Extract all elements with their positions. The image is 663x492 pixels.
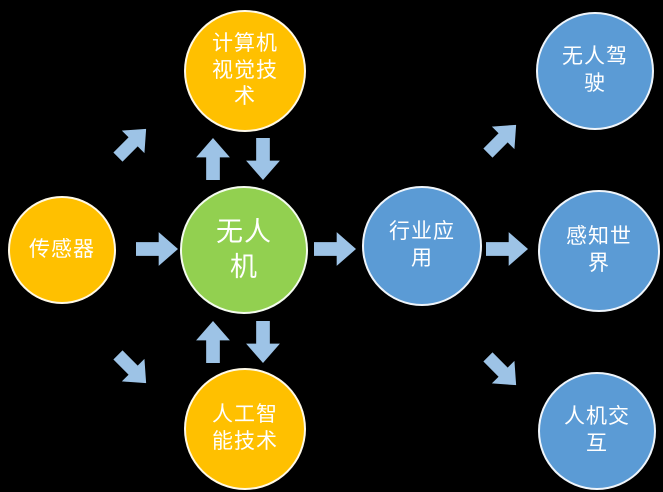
arrow-ai-to-drone-up-icon <box>195 321 231 363</box>
node-human-computer: 人机交互 <box>538 372 656 490</box>
arrow-industry-to-hci-icon <box>476 345 528 397</box>
node-computer-vision: 计算机视觉技术 <box>184 10 306 132</box>
node-computer-vision-label: 计算机视觉技术 <box>212 31 278 109</box>
arrow-sensor-to-ai-icon <box>106 343 158 395</box>
arrow-drone-to-cv-up-icon <box>195 138 231 180</box>
node-ai-technology: 人工智能技术 <box>184 368 306 490</box>
node-driverless: 无人驾驶 <box>536 12 654 130</box>
node-drone-label: 无人机 <box>216 217 272 282</box>
node-human-computer-label: 人机交互 <box>564 405 630 455</box>
arrow-sensor-to-drone-icon <box>136 232 178 266</box>
node-perceive-world-label: 感知世界 <box>566 225 632 275</box>
arrow-industry-to-driverless-icon <box>476 113 528 165</box>
node-driverless-label: 无人驾驶 <box>562 45 628 95</box>
node-drone: 无人机 <box>180 186 308 314</box>
node-sensor-label: 传感器 <box>29 237 95 261</box>
arrow-industry-to-perceive-icon <box>486 232 528 266</box>
arrow-cv-to-drone-down-icon <box>245 138 281 180</box>
node-industry-apps: 行业应用 <box>362 186 482 306</box>
node-industry-apps-label: 行业应用 <box>389 220 455 270</box>
arrow-sensor-to-cv-icon <box>106 117 158 169</box>
arrow-drone-to-industry-icon <box>314 232 356 266</box>
node-sensor: 传感器 <box>8 196 116 304</box>
node-perceive-world: 感知世界 <box>538 190 660 312</box>
node-ai-technology-label: 人工智能技术 <box>212 403 278 453</box>
arrow-drone-to-ai-down-icon <box>245 321 281 363</box>
